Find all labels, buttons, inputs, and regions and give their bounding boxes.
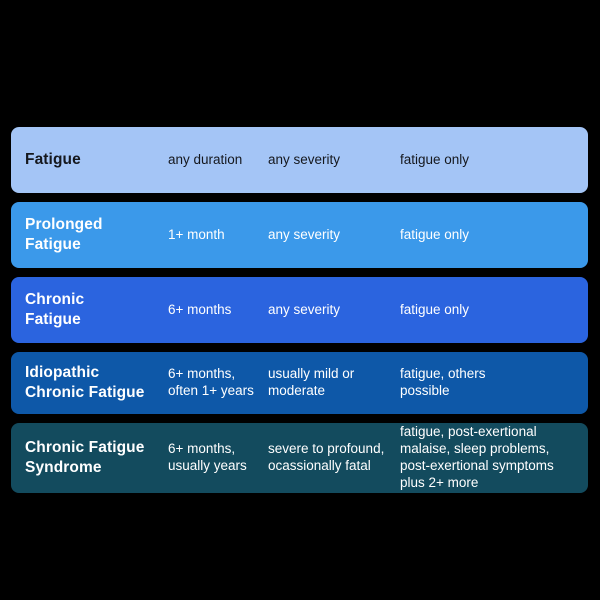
condition-name: Chronic Fatigue Syndrome xyxy=(25,438,145,476)
condition-name: Fatigue xyxy=(25,150,81,168)
duration-cell: 1+ month xyxy=(168,226,225,242)
severity-cell: any severity xyxy=(268,301,341,317)
severity-cell: usually mild or moderate xyxy=(268,366,355,398)
duration-cell: 6+ months xyxy=(168,301,232,317)
severity-cell: any severity xyxy=(268,226,341,242)
severity-cell: severe to profound, ocassionally fatal xyxy=(268,441,385,473)
table-row: Prolonged Fatigue 1+ month any severity … xyxy=(11,202,588,268)
duration-cell: 6+ months, often 1+ years xyxy=(168,366,254,398)
duration-cell: 6+ months, usually years xyxy=(168,441,247,473)
severity-cell: any severity xyxy=(268,151,341,167)
table-row: Chronic Fatigue 6+ months any severity f… xyxy=(11,277,588,343)
table-row: Fatigue any duration any severity fatigu… xyxy=(11,127,588,193)
fatigue-comparison-table: Fatigue any duration any severity fatigu… xyxy=(11,127,588,493)
condition-name: Idiopathic Chronic Fatigue xyxy=(25,363,145,401)
symptoms-cell: fatigue only xyxy=(400,226,470,242)
condition-name: Prolonged Fatigue xyxy=(25,215,103,253)
symptoms-cell: fatigue, others possible xyxy=(400,366,486,398)
table-row: Idiopathic Chronic Fatigue 6+ months, of… xyxy=(11,352,588,414)
table-row: Chronic Fatigue Syndrome 6+ months, usua… xyxy=(11,423,588,493)
condition-name: Chronic Fatigue xyxy=(25,290,85,328)
symptoms-cell: fatigue only xyxy=(400,151,470,167)
symptoms-cell: fatigue only xyxy=(400,301,470,317)
symptoms-cell: fatigue, post-exertional malaise, sleep … xyxy=(400,424,554,490)
duration-cell: any duration xyxy=(168,151,243,167)
